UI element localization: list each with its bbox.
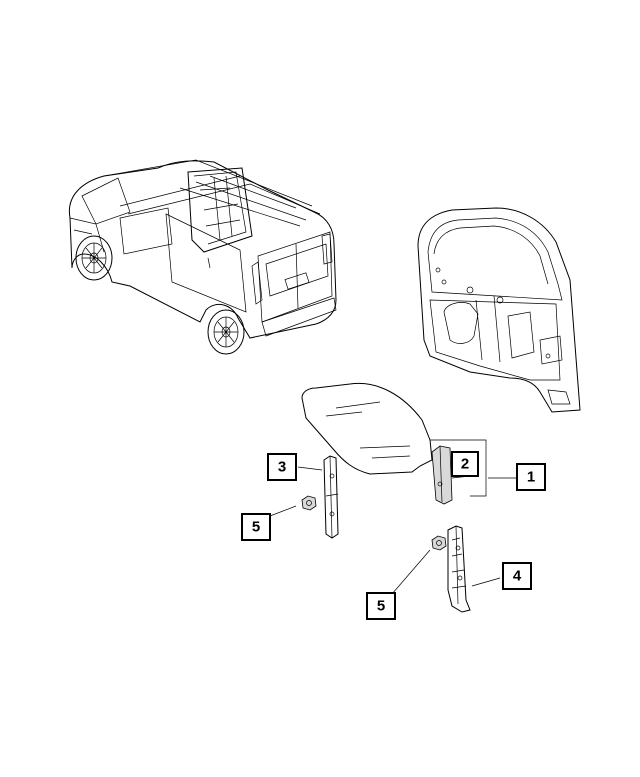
front-glass-channel — [431, 445, 453, 505]
callout-label: 4 — [513, 568, 522, 585]
van-illustration — [68, 159, 337, 355]
callout-5-upper: 5 — [241, 513, 271, 541]
regulator-bracket — [447, 525, 471, 613]
callout-4: 4 — [502, 562, 532, 590]
nut-upper — [301, 495, 317, 511]
rear-wheel — [207, 309, 245, 355]
rear-glass-run — [323, 455, 339, 539]
callout-1: 1 — [516, 463, 546, 491]
door-glass — [301, 382, 487, 497]
nut-lower — [431, 535, 447, 551]
front-door-illustration — [417, 207, 581, 413]
callout-label: 2 — [461, 456, 469, 473]
callout-3: 3 — [267, 453, 297, 481]
callout-2: 2 — [451, 451, 479, 477]
callout-label: 5 — [252, 519, 260, 536]
callout-label: 5 — [377, 598, 385, 615]
callout-label: 1 — [527, 469, 535, 486]
callout-5-lower: 5 — [366, 592, 396, 620]
callout-label: 3 — [278, 459, 286, 476]
leader-lines — [269, 466, 516, 595]
front-wheel — [75, 235, 113, 281]
